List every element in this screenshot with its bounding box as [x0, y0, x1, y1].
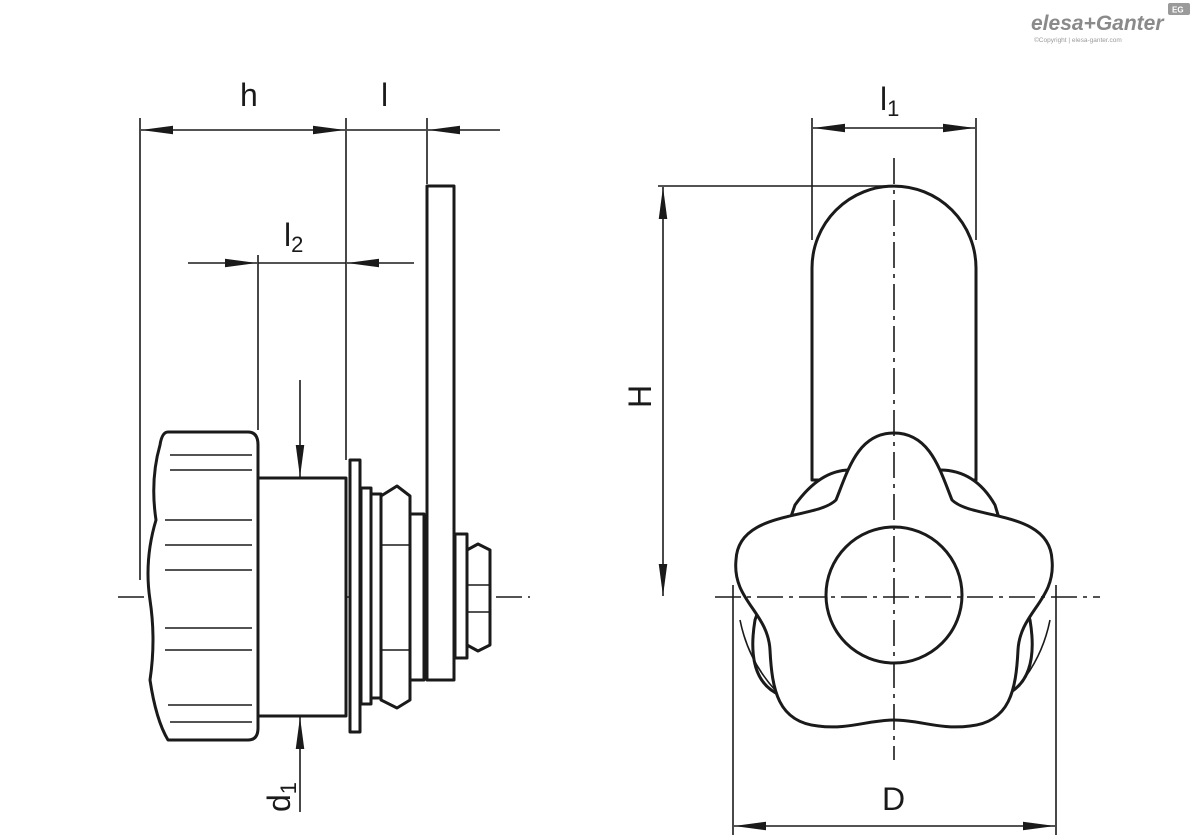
dim-label-l2: l2	[284, 217, 303, 257]
logo-brand-text: elesa+Ganter	[1031, 12, 1165, 35]
knob-grip-lines	[165, 454, 252, 723]
dim-label-l1: l1	[880, 81, 899, 121]
front-view: l1 H D	[622, 81, 1100, 835]
logo-badge	[1168, 3, 1190, 15]
small-washer	[453, 532, 469, 660]
flange-washer	[348, 458, 362, 734]
dim-label-h: h	[240, 77, 258, 113]
cam-plate	[425, 184, 456, 682]
outline-arc-right	[1014, 619, 1051, 691]
brand-logo: elesa+Ganter EG ©Copyright | elesa-gante…	[1031, 3, 1190, 44]
nut-collar	[408, 512, 426, 682]
dim-label-d1: d1	[261, 782, 301, 812]
hex-nut-small	[465, 542, 492, 653]
dim-label-D: D	[882, 781, 905, 817]
lock-cylinder	[256, 476, 348, 718]
dim-label-H: H	[622, 385, 658, 408]
dim-label-l: l	[381, 77, 388, 113]
outline-arc-left	[739, 619, 776, 691]
logo-badge-text: EG	[1172, 6, 1184, 15]
knob-side-body	[146, 430, 260, 742]
logo-copyright: ©Copyright | elesa-ganter.com	[1034, 36, 1122, 44]
side-view: h l l2 d1	[118, 77, 530, 812]
hex-nut-large	[379, 484, 412, 710]
